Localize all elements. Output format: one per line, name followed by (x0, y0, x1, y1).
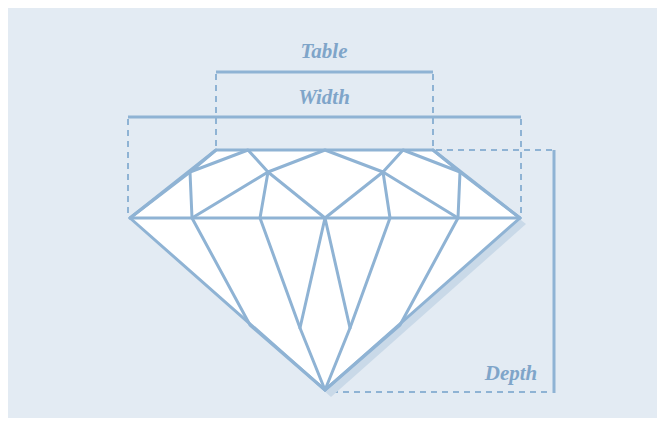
width-label: Width (298, 86, 350, 109)
depth-label: Depth (485, 362, 538, 385)
table-label: Table (300, 40, 347, 63)
